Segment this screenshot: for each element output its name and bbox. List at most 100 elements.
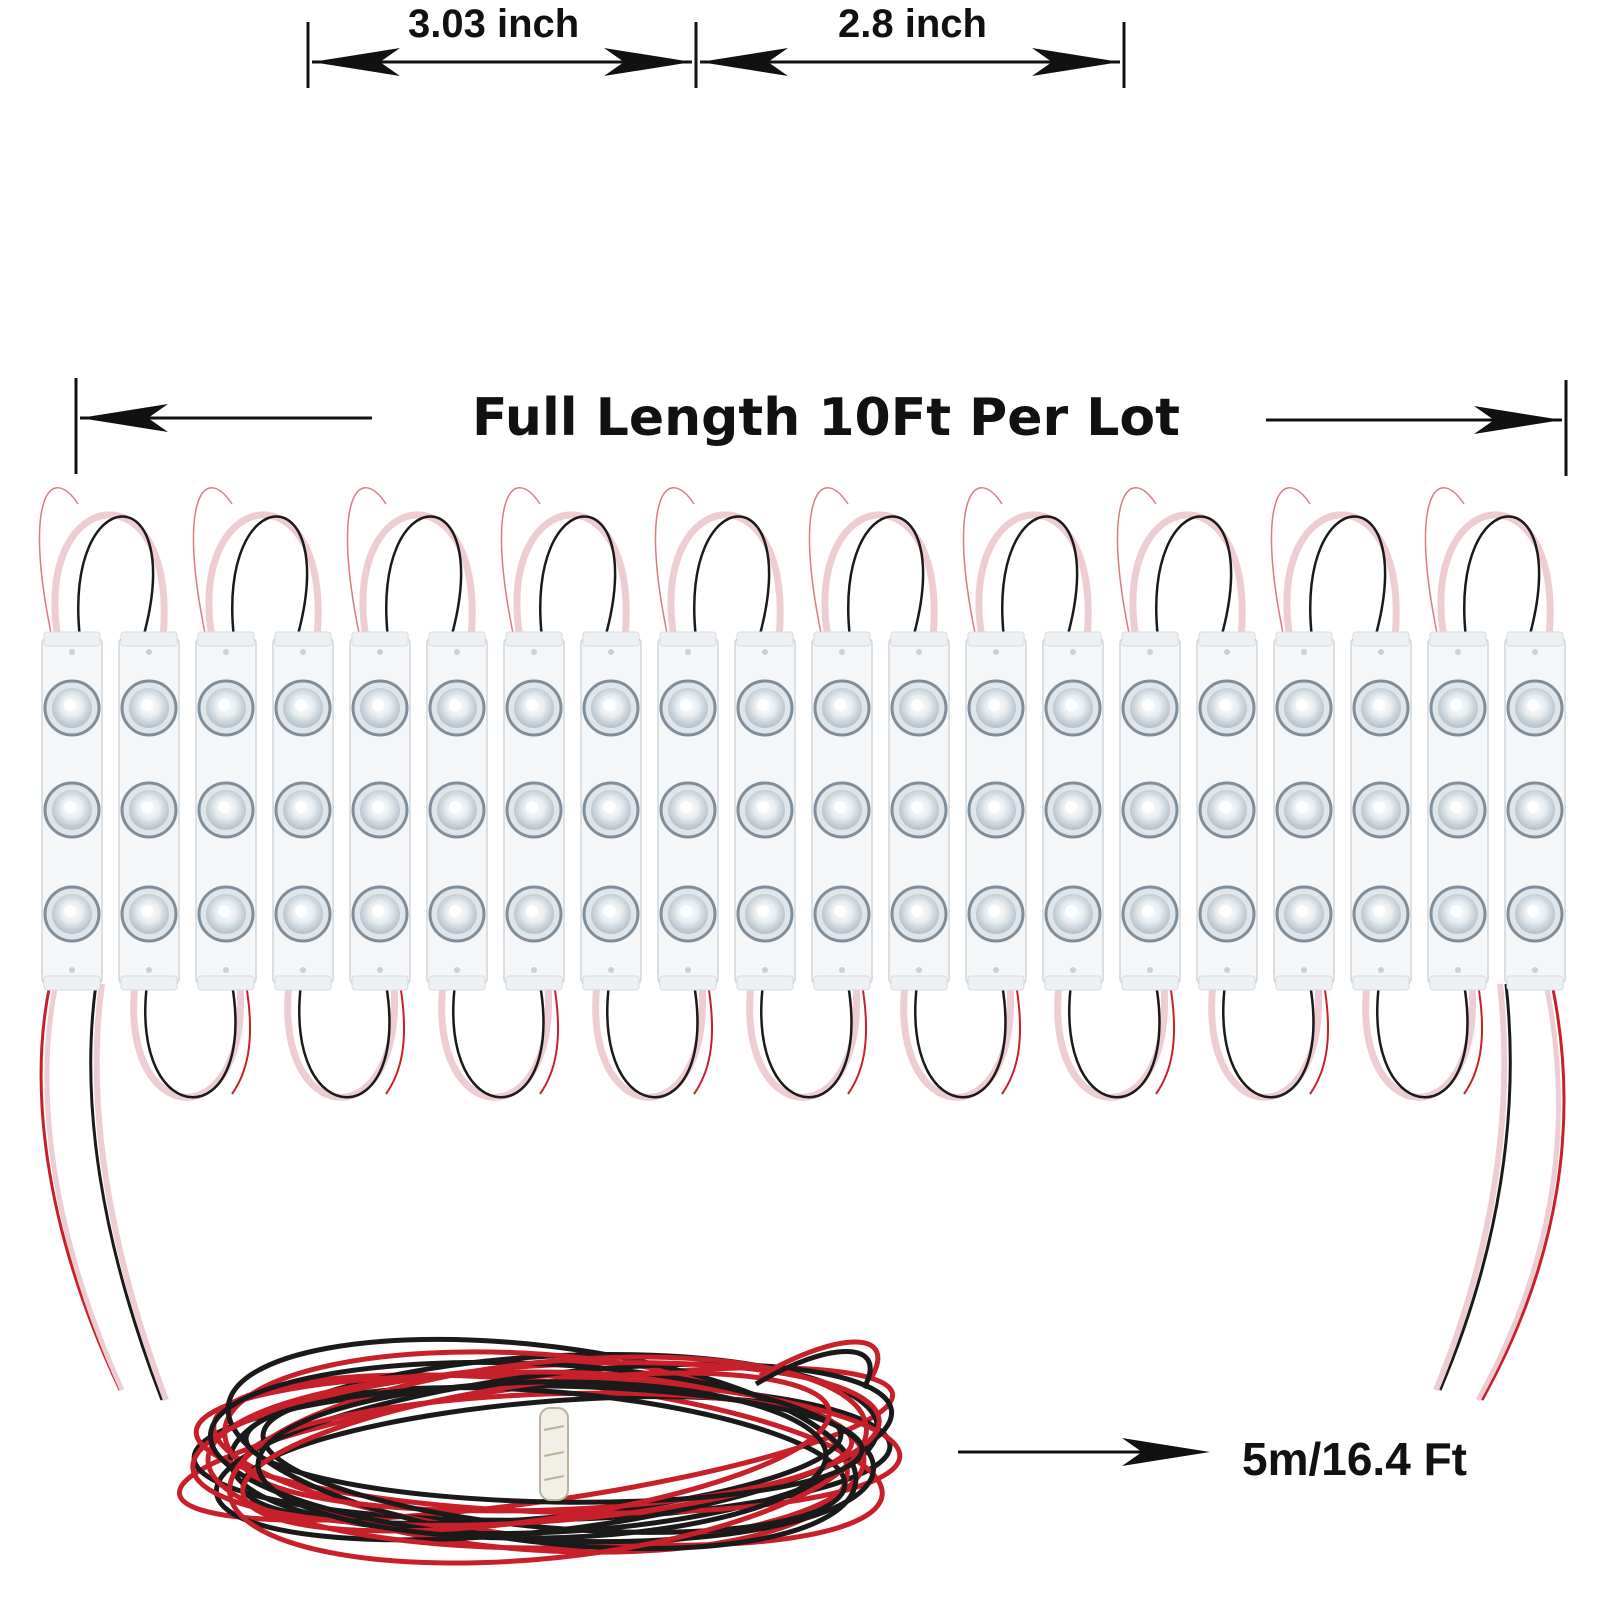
mount-hole [1378, 649, 1384, 655]
extension-cable-coil [176, 1336, 903, 1566]
wire-loop-black [452, 983, 545, 1099]
led-chip [449, 699, 461, 711]
led-module [1350, 631, 1412, 991]
module-top-tab [582, 631, 640, 647]
module-top-tab [659, 631, 717, 647]
wire-loop-white [900, 980, 1014, 1101]
led-module [657, 631, 719, 991]
wire-loop-red [1270, 487, 1311, 639]
wire-loop-red [962, 487, 1003, 639]
wire-loop-red [500, 487, 541, 639]
mount-hole [608, 967, 614, 973]
cable-tie-wrap [543, 1425, 565, 1431]
module-top-tab [1198, 631, 1256, 647]
mount-hole [1224, 649, 1230, 655]
led-chip [1219, 699, 1231, 711]
wire-loop-red [346, 487, 387, 639]
upper-wire-loops [38, 487, 1554, 642]
wire-loop-black [539, 515, 617, 639]
led-chip [141, 801, 153, 813]
cable-tie-wrap [543, 1475, 565, 1481]
led-module [965, 631, 1027, 991]
module-top-tab [967, 631, 1025, 647]
module-top-tab [505, 631, 563, 647]
led-chip [1142, 801, 1154, 813]
led-chip [1373, 699, 1385, 711]
led-chip [834, 801, 846, 813]
wire-loop-white [284, 980, 398, 1101]
module-bottom-tab [197, 975, 255, 991]
led-chip [911, 699, 923, 711]
module-top-tab [1121, 631, 1179, 647]
led-chip [988, 699, 1000, 711]
cable-loop [758, 1339, 881, 1382]
led-chip [526, 801, 538, 813]
module-top-tab [736, 631, 794, 647]
module-bottom-tab [505, 975, 563, 991]
mount-hole [762, 967, 768, 973]
mount-hole [685, 967, 691, 973]
module-gap-label: 2.8 inch [838, 2, 987, 46]
wire-loop-red [693, 983, 714, 1095]
led-module [41, 631, 103, 991]
mount-hole [146, 967, 152, 973]
led-chip [1527, 699, 1539, 711]
led-chip [603, 801, 615, 813]
mount-hole [531, 967, 537, 973]
led-chip [988, 801, 1000, 813]
right-lead-white [1433, 983, 1508, 1392]
mount-hole [1147, 649, 1153, 655]
wire-loop-black [914, 983, 1007, 1099]
module-top-tab [1429, 631, 1487, 647]
led-chip [449, 801, 461, 813]
module-bottom-tab [1121, 975, 1179, 991]
led-chip [526, 905, 538, 917]
led-module [349, 631, 411, 991]
led-chip [1527, 905, 1539, 917]
wire-loop-black [77, 515, 155, 639]
led-chip [1296, 801, 1308, 813]
wire-loop-red [1424, 487, 1465, 639]
mount-hole [223, 967, 229, 973]
led-chip [1373, 801, 1385, 813]
led-module [503, 631, 565, 991]
mount-hole [685, 649, 691, 655]
wire-loop-red [1116, 487, 1157, 639]
wire-loop-white [975, 511, 1092, 642]
wire-loop-black [144, 983, 237, 1099]
module-bottom-tab [1352, 975, 1410, 991]
led-chip [372, 699, 384, 711]
wire-loop-white [51, 511, 168, 642]
left-lead-red [39, 983, 122, 1391]
module-bottom-tab [1275, 975, 1333, 991]
wire-loop-black [606, 983, 699, 1099]
module-top-tab [428, 631, 486, 647]
led-chip [64, 699, 76, 711]
led-chip [1527, 801, 1539, 813]
led-chip [1065, 699, 1077, 711]
wire-loop-white [1283, 511, 1400, 642]
led-chip [911, 801, 923, 813]
module-bottom-tab [582, 975, 640, 991]
wire-loop-white [592, 980, 706, 1101]
led-chip [680, 699, 692, 711]
wire-loop-white [1362, 980, 1476, 1101]
mount-hole [1378, 967, 1384, 973]
wire-loop-black [1155, 515, 1233, 639]
wire-loop-white [667, 511, 784, 642]
wire-loop-red [808, 487, 849, 639]
left-lead-black [89, 983, 164, 1401]
led-module [811, 631, 873, 991]
cable-loop [227, 1354, 869, 1566]
mount-hole [69, 649, 75, 655]
led-modules [41, 631, 1566, 991]
module-top-tab [351, 631, 409, 647]
led-chip [1219, 905, 1231, 917]
mount-hole [377, 967, 383, 973]
led-module [1504, 631, 1566, 991]
module-bottom-tab [43, 975, 101, 991]
module-top-tab [274, 631, 332, 647]
wire-loop-black [1222, 983, 1315, 1099]
led-chip [1450, 905, 1462, 917]
led-chip [680, 801, 692, 813]
